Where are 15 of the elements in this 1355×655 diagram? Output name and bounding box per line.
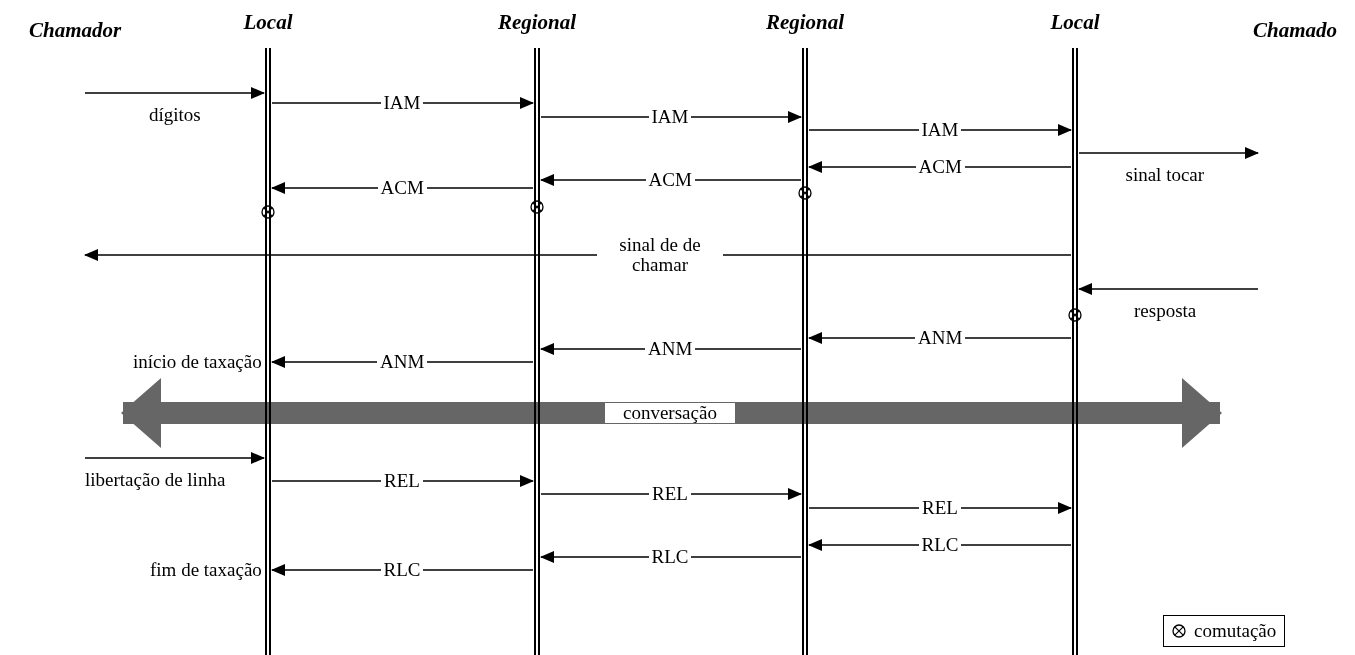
legend-label: comutação bbox=[1194, 620, 1277, 642]
column-header: Chamado bbox=[1253, 17, 1338, 43]
lifeline-header: Regional bbox=[765, 10, 845, 35]
edge-label: libertação de linha bbox=[82, 470, 229, 490]
arrow bbox=[84, 452, 265, 464]
lifeline-header: Local bbox=[1050, 10, 1100, 35]
lifeline-header: Regional bbox=[497, 10, 577, 35]
arrow bbox=[84, 87, 265, 99]
arrow bbox=[1078, 147, 1259, 159]
side-note: fim de taxação bbox=[150, 559, 262, 581]
column-header: Chamador bbox=[29, 17, 122, 43]
arrow-label: conversação bbox=[605, 403, 735, 423]
lifeline-header: Local bbox=[243, 10, 293, 35]
arrow bbox=[1078, 283, 1259, 295]
side-note: início de taxação bbox=[133, 351, 262, 373]
